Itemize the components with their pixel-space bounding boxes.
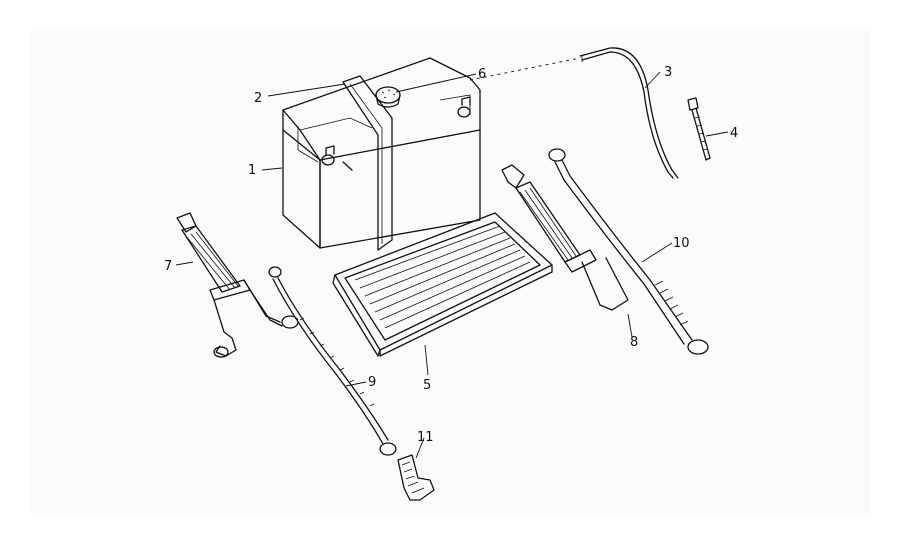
filler-cap[interactable] (375, 86, 401, 108)
vent-hose[interactable] (469, 47, 679, 179)
battery-cable-9[interactable] (268, 266, 397, 456)
callout-8: 8 (630, 335, 638, 350)
leader-lines (175, 71, 729, 459)
callout-1: 1 (248, 163, 256, 178)
battery-cable-10[interactable] (548, 148, 709, 355)
terminal-bolt[interactable] (687, 97, 711, 161)
callout-4: 4 (730, 126, 738, 141)
callout-7: 7 (164, 259, 172, 274)
battery-box[interactable] (282, 57, 481, 251)
callout-11: 11 (417, 430, 434, 445)
hold-down-strap[interactable] (501, 164, 629, 311)
callout-3: 3 (664, 65, 672, 80)
callout-5: 5 (423, 378, 431, 393)
callout-2: 2 (254, 91, 262, 106)
terminal-cover[interactable] (397, 454, 435, 501)
callout-9: 9 (368, 375, 376, 390)
battery-tray[interactable] (332, 212, 553, 357)
diagram-panel (30, 30, 870, 515)
callout-10: 10 (673, 236, 690, 251)
ground-strap[interactable] (176, 212, 299, 358)
callouts: 1 2 3 4 5 6 7 8 9 10 11 (164, 65, 738, 445)
callout-6: 6 (478, 67, 486, 82)
